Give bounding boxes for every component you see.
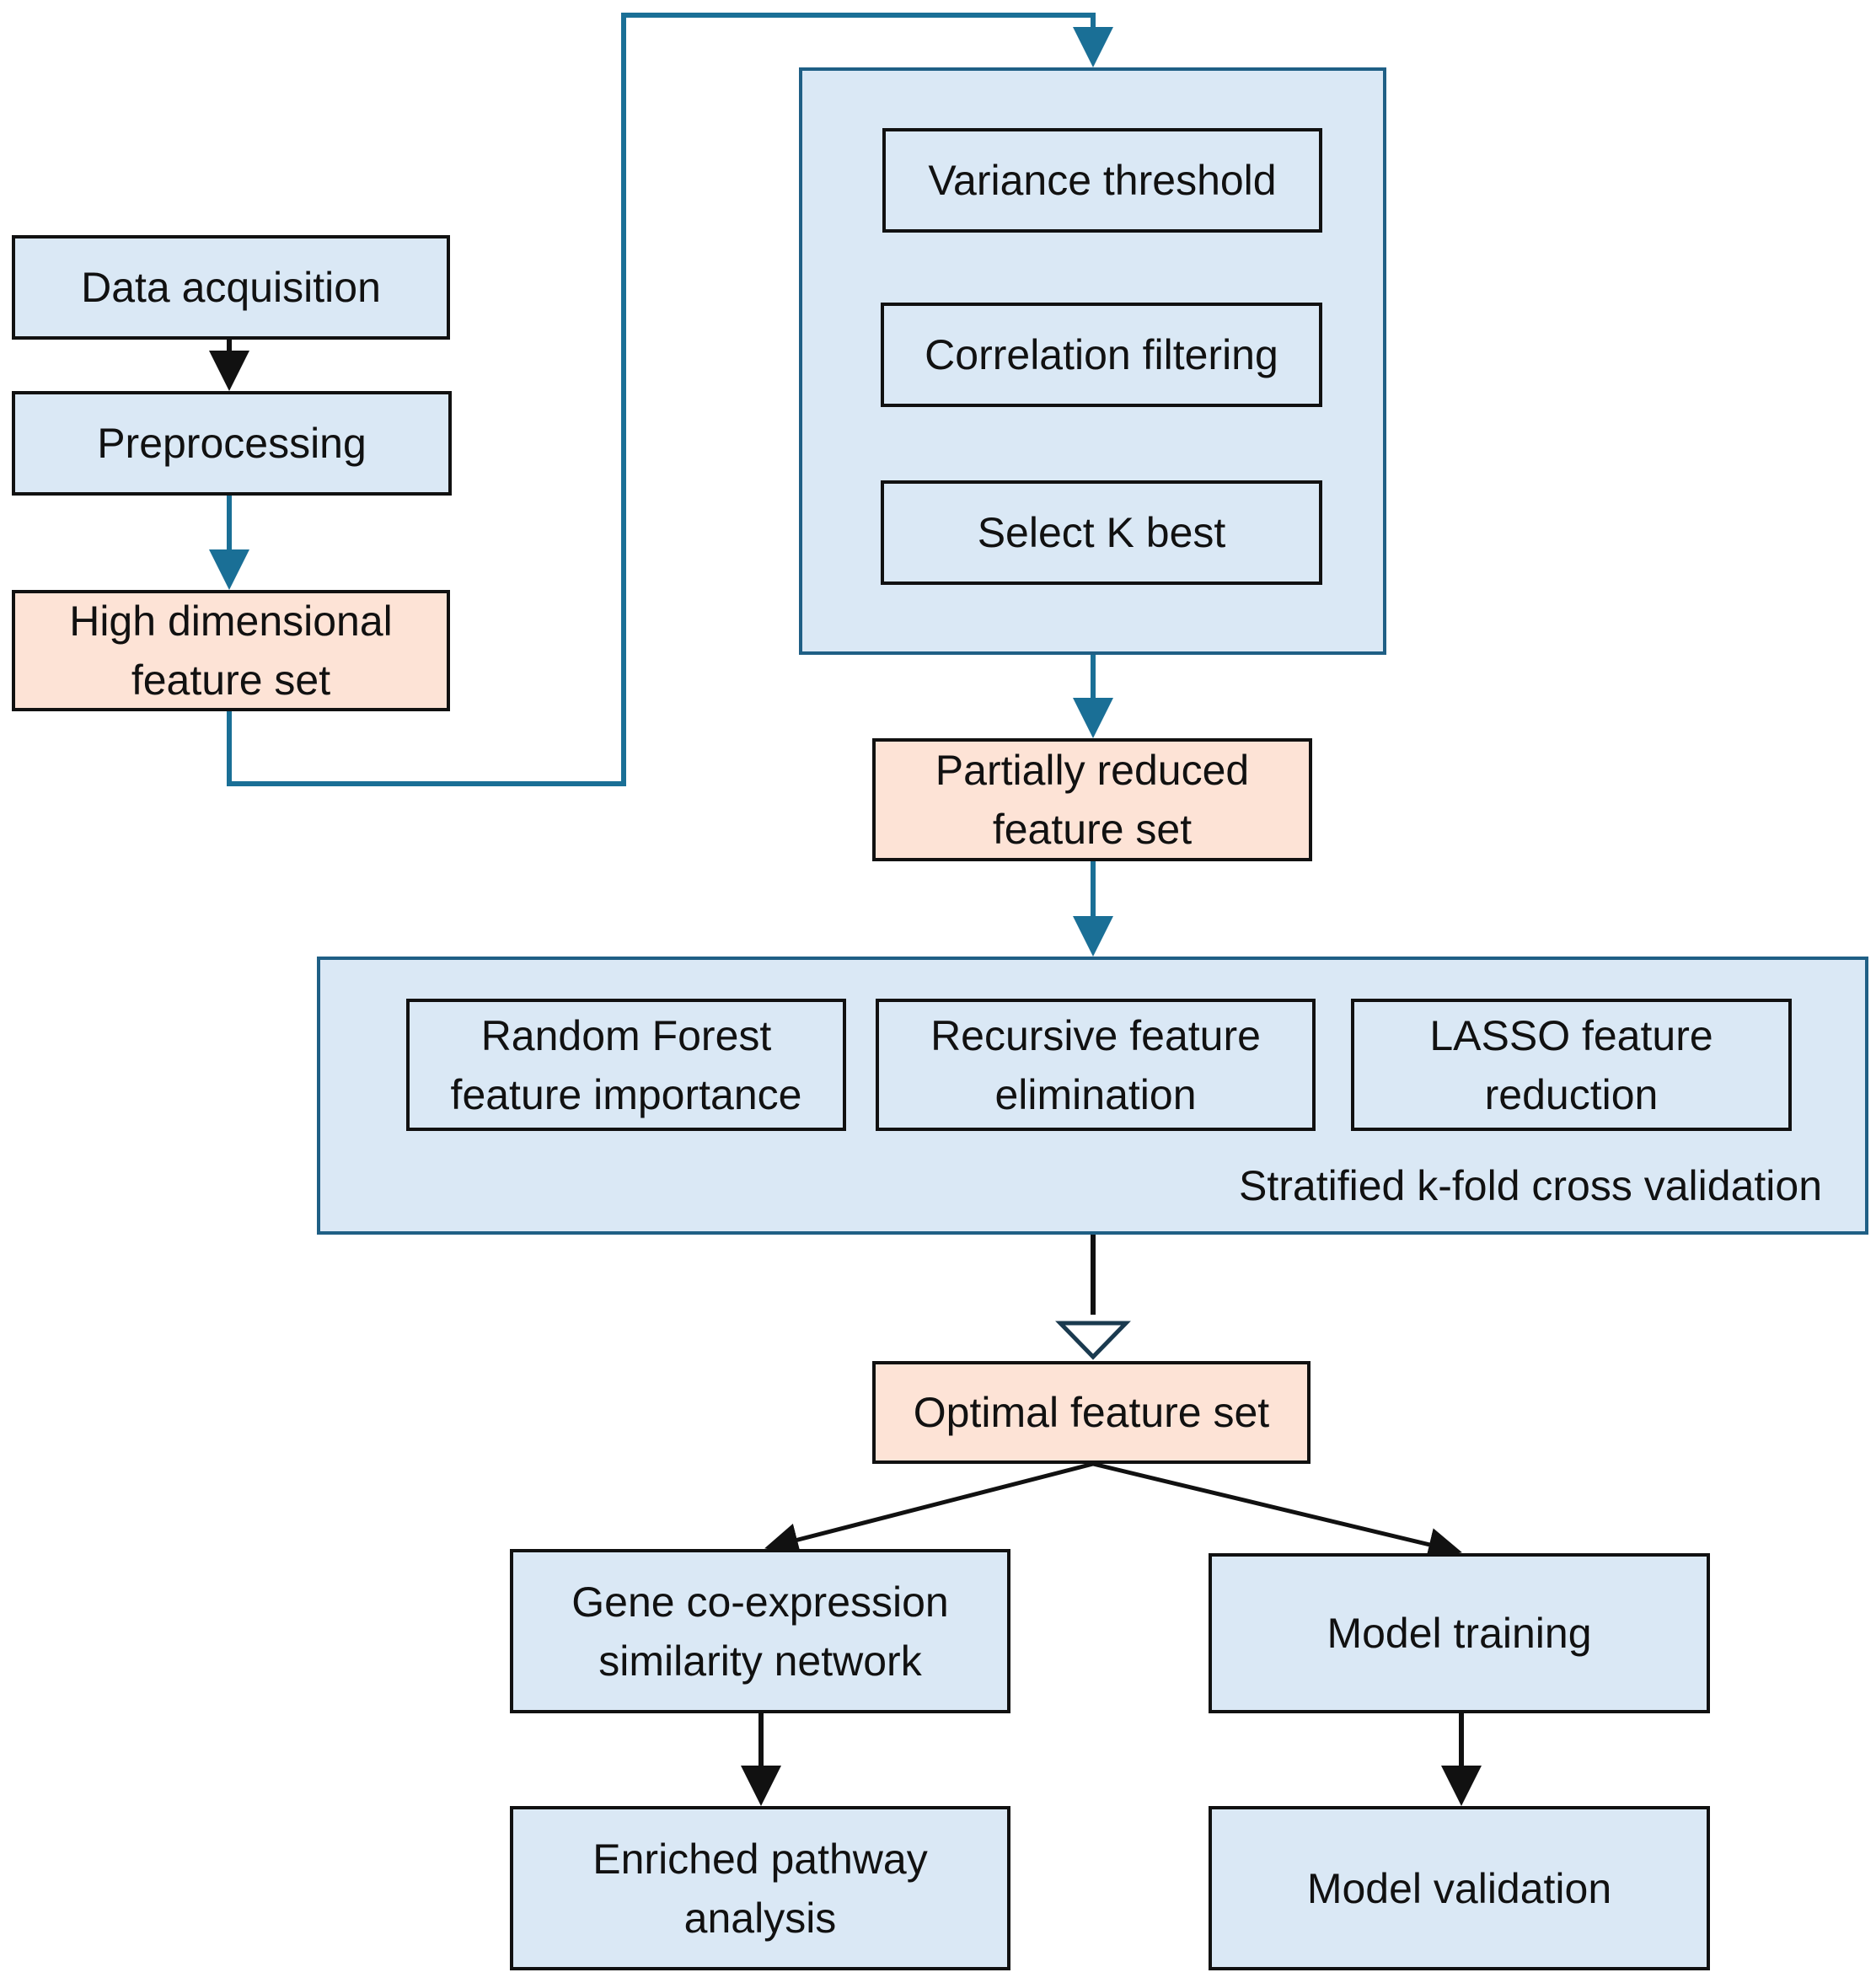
select-k-best-box: Select K best xyxy=(881,480,1322,585)
high-dimensional-feature-set-label: High dimensional feature set xyxy=(69,598,393,704)
preprocessing-label: Preprocessing xyxy=(97,420,367,467)
preprocessing-box: Preprocessing xyxy=(12,391,452,496)
model-validation-label: Model validation xyxy=(1306,1864,1612,1912)
lasso-label: LASSO feature reduction xyxy=(1429,1011,1713,1118)
correlation-filtering-label: Correlation filtering xyxy=(925,331,1278,378)
partially-reduced-feature-set-box: Partially reduced feature set xyxy=(872,738,1312,861)
random-forest-box: Random Forest feature importance xyxy=(406,999,846,1131)
gene-network-box: Gene co-expression similarity network xyxy=(510,1549,1010,1713)
pathway-analysis-label: Enriched pathway analysis xyxy=(592,1835,928,1942)
hollow-arrowhead xyxy=(1055,1321,1131,1360)
correlation-filtering-box: Correlation filtering xyxy=(881,303,1322,407)
arrow-optimal-to-model-training xyxy=(1092,1461,1462,1562)
model-training-label: Model training xyxy=(1327,1610,1592,1657)
high-dimensional-feature-set-box: High dimensional feature set xyxy=(12,590,450,711)
model-validation-box: Model validation xyxy=(1209,1806,1710,1970)
optimal-feature-set-label: Optimal feature set xyxy=(913,1389,1270,1436)
partially-reduced-feature-set-label: Partially reduced feature set xyxy=(935,747,1250,853)
model-training-box: Model training xyxy=(1209,1553,1710,1713)
variance-threshold-label: Variance threshold xyxy=(928,157,1277,204)
arrow-optimal-to-gene-network xyxy=(764,1461,1094,1557)
data-acquisition-box: Data acquisition xyxy=(12,235,450,340)
data-acquisition-label: Data acquisition xyxy=(81,264,381,311)
gene-network-label: Gene co-expression similarity network xyxy=(571,1578,949,1685)
lasso-box: LASSO feature reduction xyxy=(1351,999,1792,1131)
recursive-feature-elimination-label: Recursive feature elimination xyxy=(930,1011,1261,1118)
select-k-best-label: Select K best xyxy=(977,509,1226,556)
arrow-highdim-to-filters xyxy=(227,13,1113,786)
random-forest-label: Random Forest feature importance xyxy=(450,1011,802,1118)
cross-validation-label: Stratified k-fold cross validation xyxy=(1239,1162,1822,1209)
recursive-feature-elimination-box: Recursive feature elimination xyxy=(876,999,1316,1131)
variance-threshold-box: Variance threshold xyxy=(882,128,1322,233)
optimal-feature-set-box: Optimal feature set xyxy=(872,1361,1311,1464)
pathway-analysis-box: Enriched pathway analysis xyxy=(510,1806,1010,1970)
